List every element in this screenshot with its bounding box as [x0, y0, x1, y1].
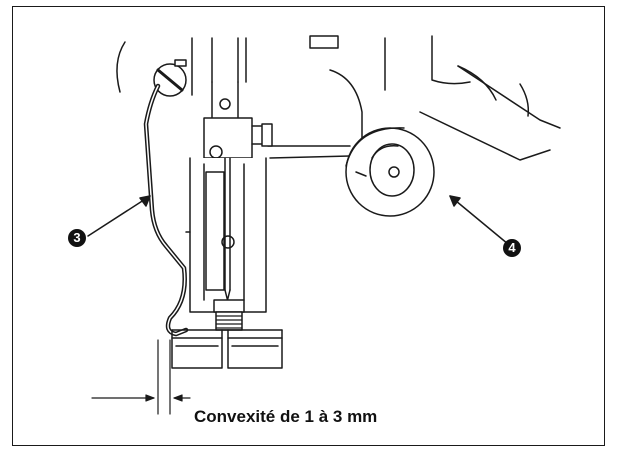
machine-head-outline [116, 35, 471, 159]
thread-guide-wire [143, 83, 189, 337]
leader-arrow-3 [87, 195, 151, 237]
callout-badge-4: 4 [503, 239, 521, 257]
leader-arrow-4 [449, 195, 509, 245]
feed-dog-blocks [171, 329, 283, 369]
presser-foot [185, 157, 267, 313]
trimmer-cylinder [345, 65, 561, 217]
dimension-lines [91, 339, 191, 415]
thumb-screw [153, 59, 187, 97]
feed-spring [213, 299, 245, 331]
needle-bar [203, 81, 273, 159]
figure-frame [12, 6, 605, 446]
convexity-caption: Convexité de 1 à 3 mm [194, 407, 378, 426]
callout-badge-3: 3 [68, 229, 86, 247]
